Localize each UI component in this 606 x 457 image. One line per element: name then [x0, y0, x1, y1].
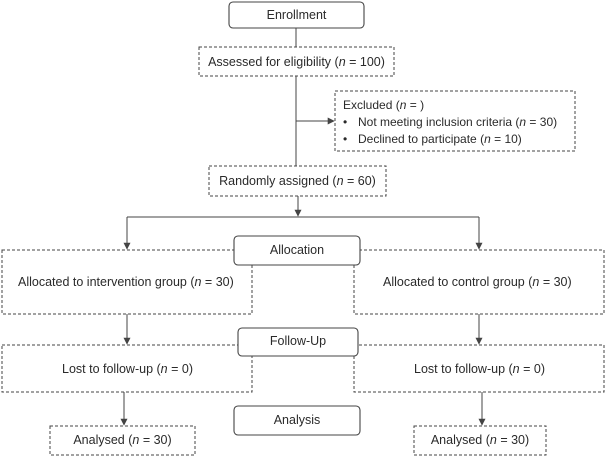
control-lost-box	[353, 344, 605, 393]
intervention-allocated-n: n	[194, 275, 202, 289]
intervention-analysed-n: n	[132, 433, 140, 447]
follow-up-box	[237, 327, 359, 357]
excluded-reasons-list: •Not meeting inclusion criteria (n = 30)…	[343, 114, 557, 147]
control-allocated-value: = 30)	[539, 275, 572, 289]
randomized-text: Randomly assigned (n = 60)	[209, 175, 386, 188]
bullet-glyph: •	[343, 131, 348, 146]
control-analysed-box	[413, 425, 547, 456]
control-analysed-label: Analysed (	[430, 433, 490, 447]
excluded-title-n: n	[399, 98, 407, 112]
follow-up-label: Follow-Up	[269, 334, 327, 348]
excluded-title: Excluded (n = )	[343, 99, 424, 111]
control-allocated-label: Allocated to control group (	[383, 275, 533, 289]
intervention-lost-value: = 0)	[167, 362, 193, 376]
excluded-reason-value: = 30)	[526, 115, 558, 129]
control-lost-label: Lost to follow-up (	[414, 362, 513, 376]
bullet-glyph: •	[343, 115, 348, 129]
randomized-label: Randomly assigned (	[219, 174, 337, 188]
excluded-reason-label: Not meeting inclusion criteria (	[358, 115, 520, 129]
intervention-allocated-box	[1, 249, 253, 315]
intervention-allocated-text: Allocated to intervention group (n = 30)	[18, 276, 234, 289]
intervention-analysed-label: Analysed (	[73, 433, 133, 447]
intervention-analysed-box	[49, 425, 196, 456]
randomized-value: = 60)	[343, 174, 376, 188]
allocation-box	[233, 235, 361, 266]
intervention-analysed-value: = 30)	[139, 433, 172, 447]
control-analysed-n: n	[489, 433, 497, 447]
analysis-box	[233, 405, 361, 436]
intervention-lost-box	[1, 344, 253, 393]
assessed-n: n	[338, 55, 346, 69]
control-allocated-n: n	[532, 275, 540, 289]
control-lost-text: Lost to follow-up (n = 0)	[414, 363, 545, 376]
control-allocated-box	[353, 249, 605, 315]
intervention-allocated-value: = 30)	[201, 275, 234, 289]
intervention-lost-label: Lost to follow-up (	[62, 362, 161, 376]
assessed-text: Assessed for eligibility (n = 100)	[199, 56, 394, 69]
intervention-analysed-text: Analysed (n = 30)	[50, 434, 195, 447]
excluded-reason-item: • Declined to participate (n = 10)	[343, 131, 557, 148]
assessed-label: Assessed for eligibility (	[208, 55, 339, 69]
control-lost-value: = 0)	[519, 362, 545, 376]
excluded-reason-n: n	[519, 115, 527, 129]
excluded-box	[334, 90, 576, 152]
control-lost-n: n	[512, 362, 520, 376]
control-analysed-value: = 30)	[496, 433, 530, 447]
excluded-reason-n: n	[484, 131, 491, 146]
intervention-lost-n: n	[160, 362, 168, 376]
assessed-box	[198, 46, 395, 77]
excluded-reason-item: • Not meeting inclusion criteria (n = 30)	[343, 114, 557, 131]
intervention-lost-text: Lost to follow-up (n = 0)	[62, 363, 193, 376]
enrollment-label: Enrollment	[266, 8, 327, 22]
control-analysed-text: Analysed (n = 30)	[414, 434, 546, 447]
randomized-n: n	[336, 174, 344, 188]
analysis-label: Analysis	[273, 413, 321, 427]
randomized-box	[208, 165, 387, 197]
assessed-value: = 100)	[345, 55, 385, 69]
intervention-allocated-label: Allocated to intervention group (	[18, 275, 195, 289]
excluded-title-label: Excluded (	[343, 98, 400, 112]
allocation-label: Allocation	[269, 243, 325, 257]
control-allocated-text: Allocated to control group (n = 30)	[383, 276, 572, 289]
excluded-reason-value: = 10)	[490, 131, 522, 146]
excluded-reason-label: Declined to participate (	[358, 131, 485, 146]
excluded-title-value: = )	[406, 98, 425, 112]
